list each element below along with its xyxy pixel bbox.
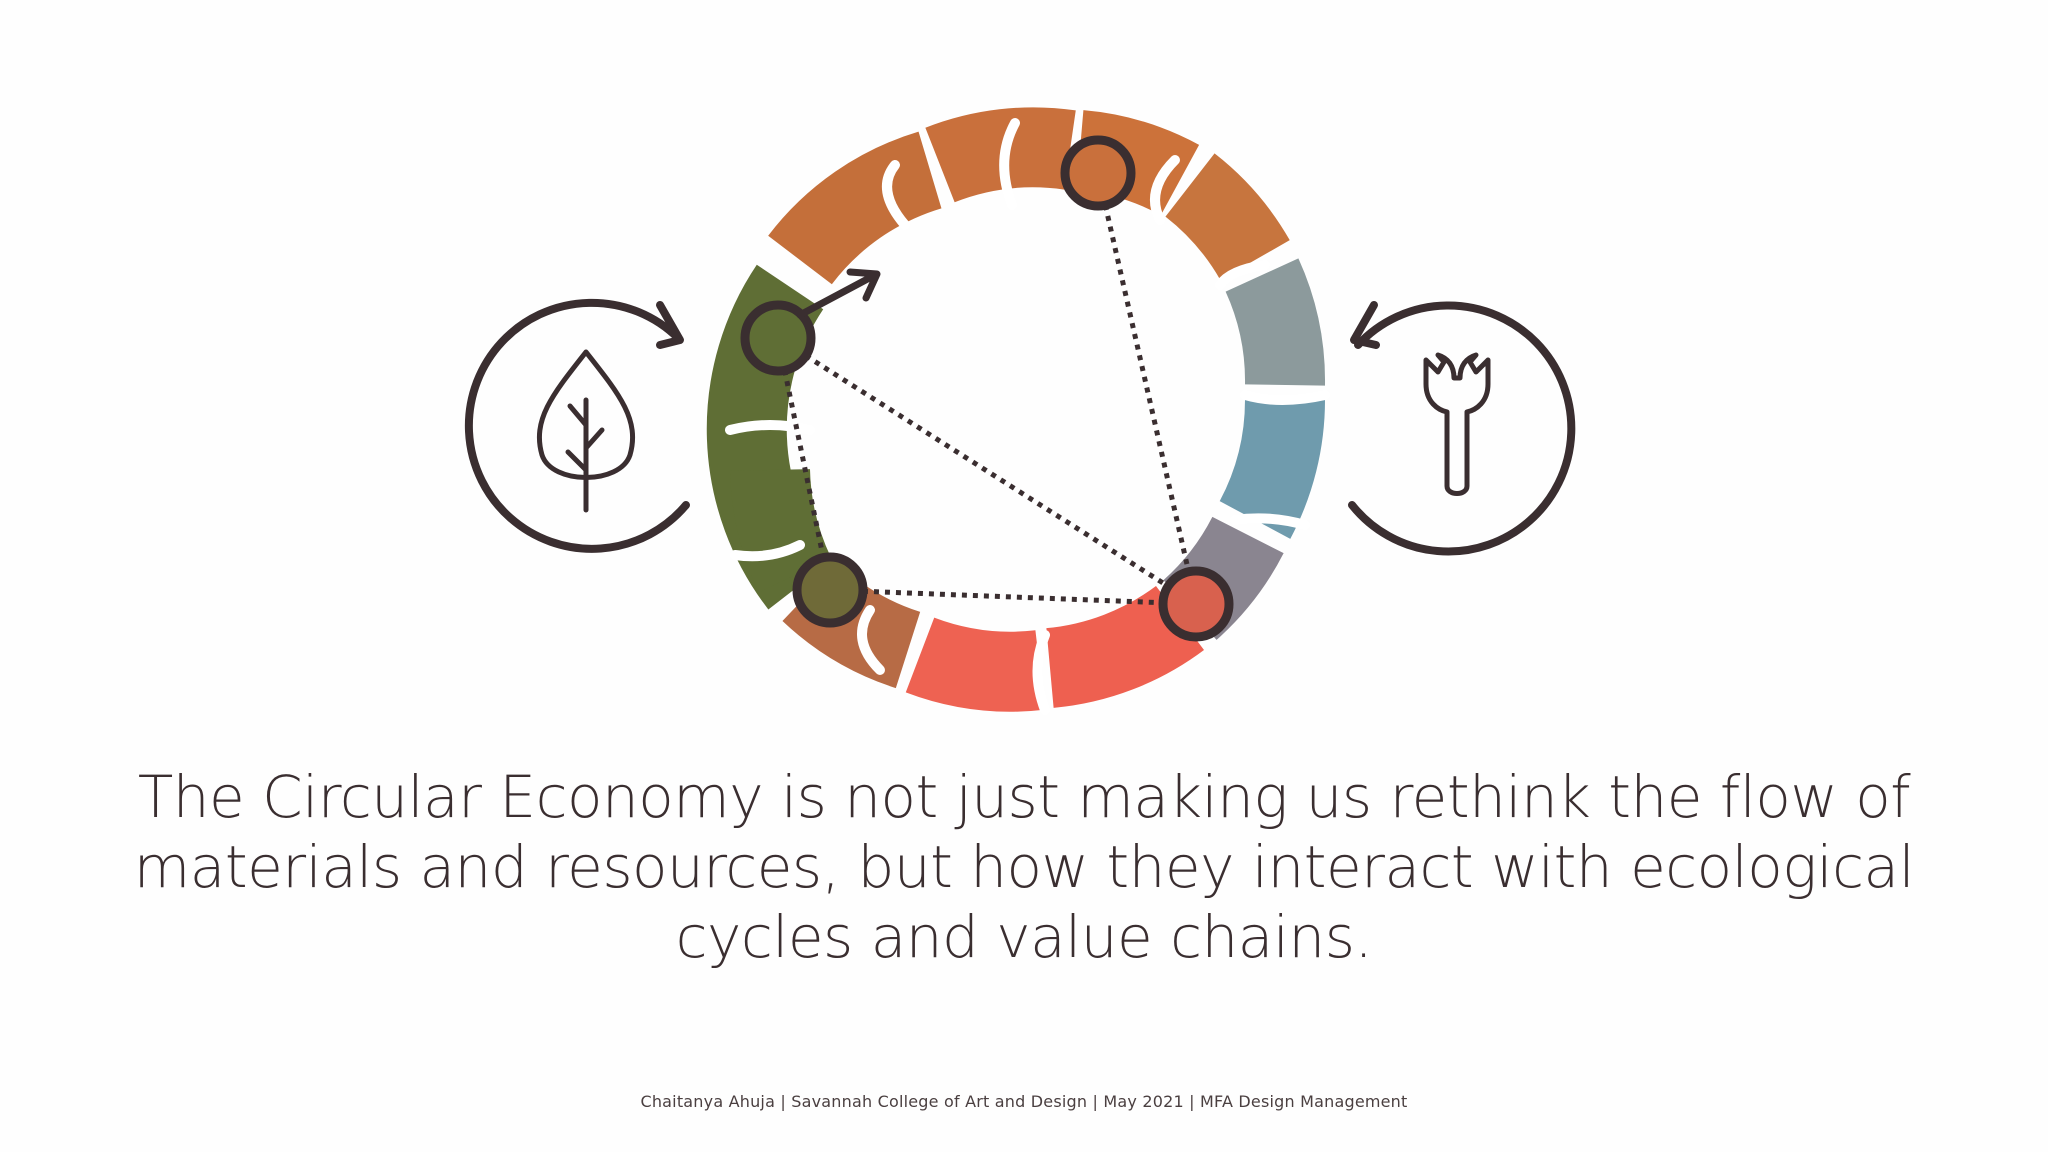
node-bottom-right	[1158, 566, 1234, 642]
wrench-icon	[1423, 352, 1491, 496]
ring-segment-orange-4	[1164, 153, 1290, 281]
ring-segment-orange-1	[768, 131, 943, 285]
leaf-icon	[536, 349, 636, 513]
slide-footer: Chaitanya Ahuja | Savannah College of Ar…	[640, 1092, 1408, 1111]
circular-economy-diagram	[464, 107, 1576, 715]
node-left	[740, 300, 816, 376]
cycle-arrow-icon-right	[1348, 301, 1576, 556]
node-top	[1060, 135, 1136, 211]
node-bottom-left	[792, 552, 868, 628]
ring-segment-coral-1	[1045, 585, 1205, 708]
connections	[775, 172, 1199, 607]
arrow-out-icon	[796, 268, 881, 319]
cycle-arrow-icon	[464, 298, 690, 553]
ring-segment-coral-2	[905, 617, 1045, 712]
slide-caption: The Circular Economy is not just making …	[133, 763, 1915, 971]
ring	[706, 107, 1326, 712]
ring-gaps	[725, 118, 1330, 715]
ring-segment-blue-1	[1225, 258, 1326, 386]
ring-segment-green-2	[730, 468, 832, 593]
ring-segment-blue-2	[1219, 399, 1325, 539]
nodes	[740, 135, 1234, 642]
